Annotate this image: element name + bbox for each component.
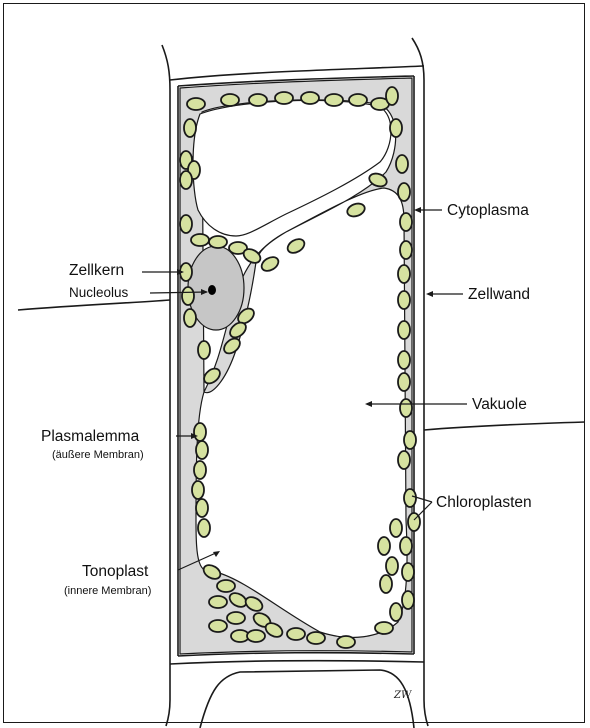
chloroplast [196, 499, 208, 517]
artist-signature: ZW [394, 690, 411, 701]
chloroplast [180, 215, 192, 233]
cell-wall-top-line [170, 66, 424, 80]
chloroplast [398, 321, 410, 339]
chloroplast [191, 234, 209, 246]
chloroplast [287, 628, 305, 640]
label-tonoplast: Tonoplast [82, 563, 148, 581]
chloroplast [247, 630, 265, 642]
chloroplast [390, 603, 402, 621]
label-nucleolus: Nucleolus [69, 285, 128, 300]
chloroplast [398, 291, 410, 309]
label-zellkern: Zellkern [69, 262, 124, 280]
chloroplast [400, 213, 412, 231]
chloroplast [400, 399, 412, 417]
chloroplast [404, 489, 416, 507]
chloroplast [386, 557, 398, 575]
label-plasmalemma: Plasmalemma [41, 428, 139, 446]
chloroplast [301, 92, 319, 104]
chloroplast [194, 423, 206, 441]
chloroplast [184, 309, 196, 327]
chloroplast [400, 241, 412, 259]
chloroplast [349, 94, 367, 106]
chloroplast [337, 636, 355, 648]
chloroplast [378, 537, 390, 555]
chloroplast [390, 519, 402, 537]
label-zellwand: Zellwand [468, 286, 530, 304]
chloroplast [180, 171, 192, 189]
chloroplast [390, 119, 402, 137]
chloroplast [209, 596, 227, 608]
label-tonoplast-note: (innere Membran) [64, 585, 151, 597]
chloroplast [209, 236, 227, 248]
chloroplast [227, 612, 245, 624]
chloroplast [307, 632, 325, 644]
cell-wall-inner-bottom [178, 653, 414, 656]
label-chloroplasten: Chloroplasten [436, 494, 532, 512]
chloroplast [398, 351, 410, 369]
pointer-chloroplasten-2 [414, 502, 432, 520]
chloroplast [221, 94, 239, 106]
chloroplast [386, 87, 398, 105]
chloroplast [198, 519, 210, 537]
cell-wall-left-outer [162, 45, 170, 726]
chloroplast [375, 622, 393, 634]
chloroplast [325, 94, 343, 106]
chloroplast [209, 620, 227, 632]
chloroplast [182, 287, 194, 305]
chloroplast [192, 481, 204, 499]
label-vakuole: Vakuole [472, 396, 527, 414]
chloroplast [249, 94, 267, 106]
chloroplast [275, 92, 293, 104]
chloroplast [398, 265, 410, 283]
chloroplast [404, 431, 416, 449]
chloroplast [194, 461, 206, 479]
chloroplast [398, 373, 410, 391]
chloroplast [380, 575, 392, 593]
nucleolus [208, 285, 216, 295]
cell-wall-bottom-line [170, 661, 424, 664]
chloroplast [400, 537, 412, 555]
label-cytoplasma: Cytoplasma [447, 202, 529, 220]
chloroplast [398, 183, 410, 201]
chloroplast [198, 341, 210, 359]
chloroplast [217, 580, 235, 592]
chloroplast [398, 451, 410, 469]
neighbor-wall-left [18, 300, 170, 310]
label-plasmalemma-note: (äußere Membran) [52, 449, 144, 461]
lower-cell-wall [200, 670, 414, 728]
chloroplast [402, 591, 414, 609]
neighbor-wall-right [424, 422, 585, 430]
chloroplast [402, 563, 414, 581]
chloroplast [396, 155, 408, 173]
chloroplast [184, 119, 196, 137]
chloroplast [187, 98, 205, 110]
chloroplast [196, 441, 208, 459]
